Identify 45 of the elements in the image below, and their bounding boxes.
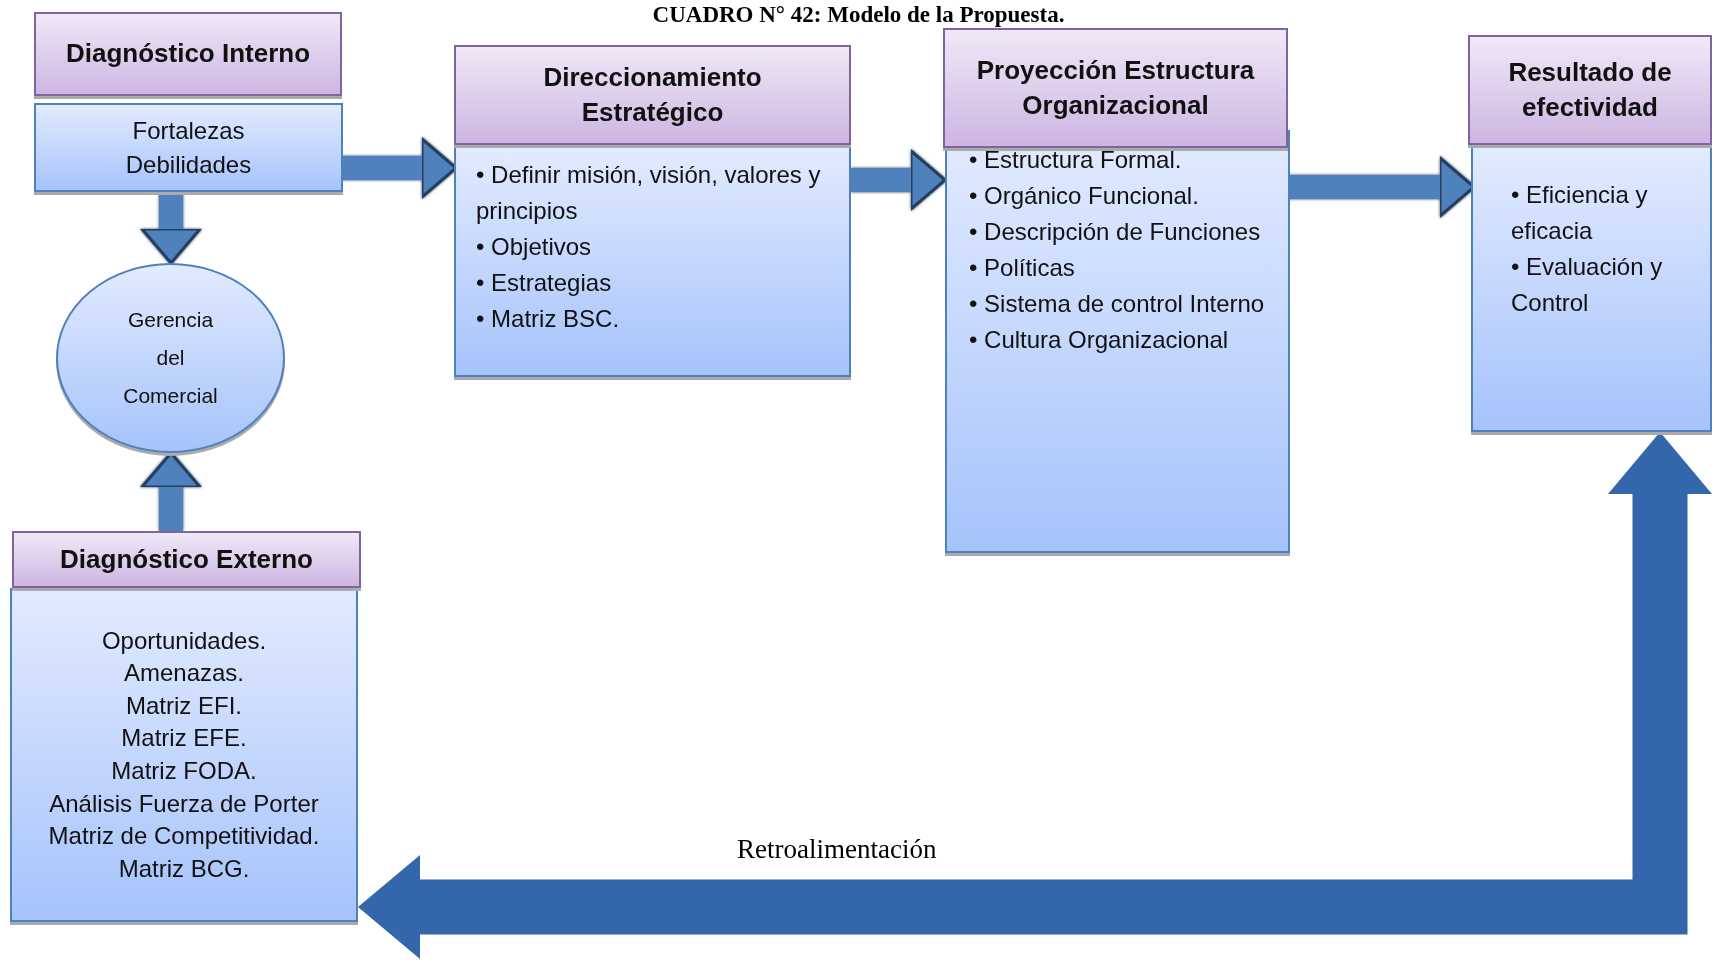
text: Matriz FODA. (111, 756, 257, 786)
text: Matriz de Competitividad. (48, 821, 320, 852)
heading: Proyección Estructura Organizacional (975, 53, 1256, 122)
header-box (12, 531, 361, 588)
bullet-item: • Matriz BSC. (476, 304, 620, 334)
heading: Direccionamiento Estratégico (542, 60, 763, 129)
text: Matriz EFI. (126, 690, 242, 721)
ellipse-node (56, 263, 285, 453)
text: Matriz EFE. (121, 723, 247, 754)
bullet-item: • Eficiencia y eficacia (1511, 180, 1649, 246)
text: Fortalezas (132, 116, 245, 147)
header-box (34, 12, 342, 96)
block-arrow (851, 149, 947, 211)
bullet-item: • Descripción de Funciones (969, 217, 1261, 247)
content-box (945, 130, 1290, 553)
text: Amenazas. (123, 658, 245, 689)
edge-label: Retroalimentación (737, 834, 937, 865)
bullet-item: • Objetivos (476, 232, 592, 262)
bullet-item: • Cultura Organizacional (969, 325, 1229, 355)
bullet-item: • Estrategias (476, 268, 612, 298)
content-box (34, 103, 343, 192)
feedback-arrow (358, 432, 1712, 959)
block-arrow (140, 192, 202, 265)
header-box (943, 28, 1288, 148)
text: Oportunidades. (101, 625, 267, 656)
header-box (454, 45, 851, 145)
text: Gerencia del Comercial (122, 307, 219, 409)
content-box (454, 145, 851, 377)
content-box (1471, 145, 1712, 432)
bullet-item: • Evaluación y Control (1511, 252, 1664, 318)
text: Matriz BCG. (118, 853, 250, 884)
content-box (10, 588, 358, 922)
bullet-item: • Estructura Formal. (969, 145, 1182, 175)
heading: Diagnóstico Interno (65, 37, 311, 71)
bullet-item: • Políticas (969, 253, 1075, 283)
bullet-item: • Definir misión, visión, valores y principios (476, 160, 822, 226)
text: Debilidades (125, 149, 252, 180)
heading: Resultado de efectividad (1507, 55, 1673, 124)
text: Análisis Fuerza de Porter (49, 788, 319, 819)
heading: Diagnóstico Externo (60, 542, 313, 576)
bullet-item: • Sistema de control Interno (969, 289, 1265, 319)
block-arrow (140, 451, 202, 531)
bullet-item: • Orgánico Funcional. (969, 181, 1199, 211)
title: CUADRO N° 42: Modelo de la Propuesta. (651, 2, 1066, 28)
header-box (1468, 35, 1712, 145)
